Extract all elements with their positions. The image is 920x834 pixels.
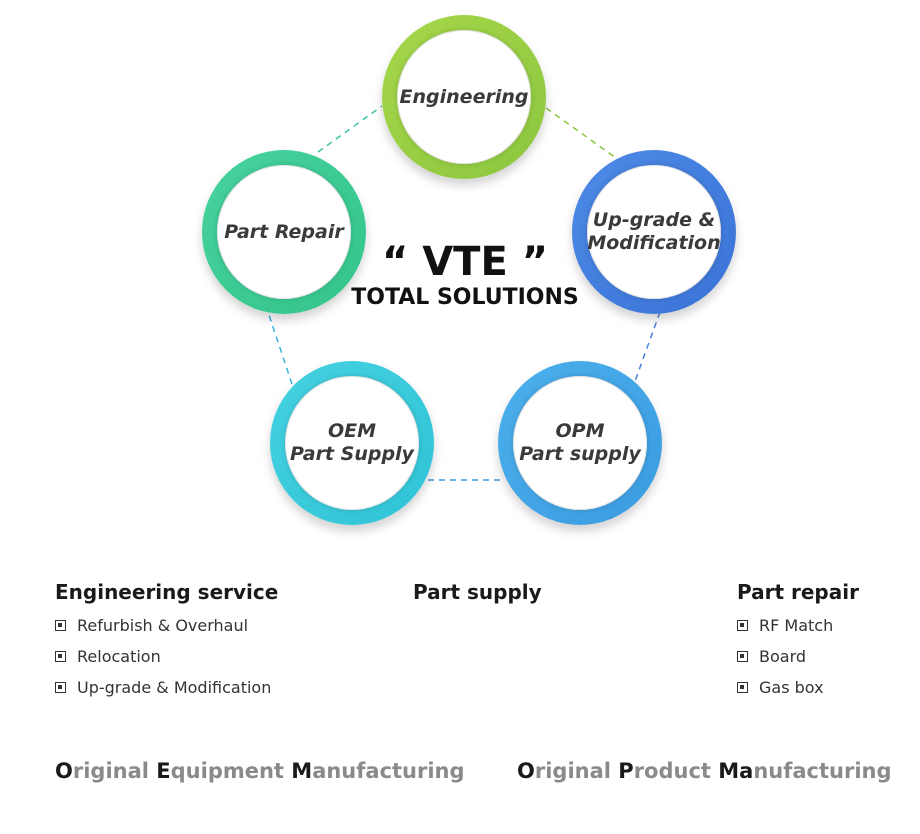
node-upgrade-modification[interactable]: Up-grade & Modification	[572, 150, 736, 314]
acronym-letter: O	[55, 759, 73, 783]
square-bullet-icon	[737, 651, 748, 662]
list-item: RF Match	[737, 610, 859, 641]
node-engineering-label: Engineering	[399, 85, 529, 108]
acronym-opm: Original Product Manufacturing	[517, 756, 892, 786]
center-title: “ VTE ”	[382, 239, 548, 285]
list-item-label: Gas box	[759, 678, 824, 697]
acronym-letter: M	[291, 759, 313, 783]
node-part-repair-label: Part Repair	[224, 220, 344, 243]
node-opm-part-supply-inner: OPM Part supply	[513, 376, 647, 510]
acronym-word: roduct	[633, 759, 719, 783]
list-item: Up-grade & Modification	[55, 672, 278, 703]
node-engineering-inner: Engineering	[397, 30, 531, 164]
acronym-oem: Original Equipment Manufacturing	[55, 756, 465, 786]
connector-upgrade-opm	[633, 311, 661, 385]
node-upgrade-modification-label: Up-grade & Modification	[587, 209, 721, 254]
list-item: Relocation	[55, 641, 278, 672]
list-item-label: RF Match	[759, 616, 834, 635]
square-bullet-icon	[55, 620, 66, 631]
square-bullet-icon	[55, 682, 66, 693]
acronym-word: anufacturing	[312, 759, 465, 783]
node-engineering[interactable]: Engineering	[382, 15, 546, 179]
square-bullet-icon	[55, 651, 66, 662]
list-item-label: Refurbish & Overhaul	[77, 616, 249, 635]
acronym-letter: P	[618, 759, 634, 783]
acronym-letter: O	[517, 759, 535, 783]
list-item-label: Up-grade & Modification	[77, 678, 272, 697]
node-oem-part-supply-inner: OEM Part Supply	[285, 376, 419, 510]
connector-lines	[267, 105, 661, 481]
list-item-label: Board	[759, 647, 807, 666]
acronym-word: quipment	[170, 759, 292, 783]
service-part-repair: Part repair RF Match Board Gas box	[737, 578, 859, 703]
service-engineering-list: Refurbish & Overhaul Relocation Up-grade…	[55, 610, 278, 703]
node-upgrade-modification-inner: Up-grade & Modification	[587, 165, 721, 299]
service-part-repair-title: Part repair	[737, 580, 859, 604]
node-part-repair-inner: Part Repair	[217, 165, 351, 299]
list-item: Refurbish & Overhaul	[55, 610, 278, 641]
acronym-letter: E	[156, 759, 171, 783]
square-bullet-icon	[737, 620, 748, 631]
connector-oem-repair	[267, 311, 293, 385]
service-part-supply: Part supply	[413, 578, 542, 610]
list-item: Board	[737, 641, 859, 672]
node-opm-part-supply[interactable]: OPM Part supply	[498, 361, 662, 525]
acronym-letter: Ma	[718, 759, 754, 783]
acronym-word: riginal	[72, 759, 157, 783]
node-oem-part-supply-label: OEM Part Supply	[290, 420, 414, 465]
center-subtitle: TOTAL SOLUTIONS	[351, 285, 579, 310]
list-item-label: Relocation	[77, 647, 161, 666]
acronym-word: riginal	[534, 759, 619, 783]
service-engineering-title: Engineering service	[55, 580, 279, 604]
node-opm-part-supply-label: OPM Part supply	[519, 420, 641, 465]
connector-repair-engineering	[317, 105, 383, 153]
square-bullet-icon	[737, 682, 748, 693]
service-part-supply-title: Part supply	[413, 580, 542, 604]
node-oem-part-supply[interactable]: OEM Part Supply	[270, 361, 434, 525]
list-item: Gas box	[737, 672, 859, 703]
acronym-word: nufacturing	[753, 759, 892, 783]
node-part-repair[interactable]: Part Repair	[202, 150, 366, 314]
service-engineering: Engineering service Refurbish & Overhaul…	[55, 578, 278, 703]
connector-engineering-upgrade	[545, 107, 617, 159]
service-part-repair-list: RF Match Board Gas box	[737, 610, 859, 703]
